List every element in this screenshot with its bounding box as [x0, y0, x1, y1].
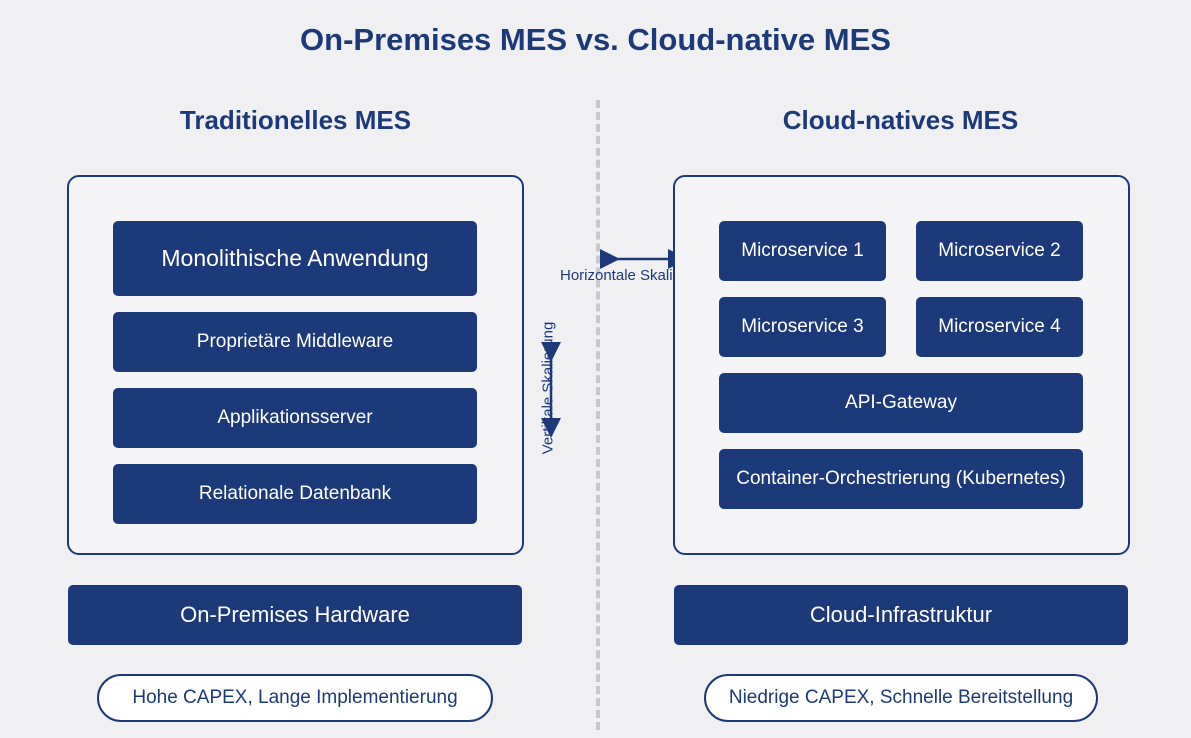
- vertical-scaling-label: Vertikale Skalierung: [539, 321, 557, 455]
- microservice-2-block: Microservice 2: [916, 221, 1083, 281]
- api-gateway-block: API-Gateway: [719, 373, 1083, 433]
- microservice-3-block: Microservice 3: [719, 297, 886, 357]
- center-divider: [596, 100, 600, 730]
- container-orchestration-block: Container-Orchestrierung (Kubernetes): [719, 449, 1083, 509]
- page-title: On-Premises MES vs. Cloud-native MES: [300, 22, 891, 57]
- middleware-block: Proprietäre Middleware: [113, 312, 477, 372]
- microservice-4-block: Microservice 4: [916, 297, 1083, 357]
- app-server-block: Applikationsserver: [113, 388, 477, 448]
- database-block: Relationale Datenbank: [113, 464, 477, 524]
- vertical-scaling-arrow: [541, 342, 561, 438]
- left-cost-note: Hohe CAPEX, Lange Implementierung: [97, 674, 493, 722]
- left-heading: Traditionelles MES: [179, 105, 412, 135]
- cloud-infrastructure-block: Cloud-Infrastruktur: [674, 585, 1128, 645]
- right-heading: Cloud-natives MES: [782, 105, 1019, 135]
- right-cost-note: Niedrige CAPEX, Schnelle Bereitstellung: [704, 674, 1098, 722]
- monolithic-app-block: Monolithische Anwendung: [113, 221, 477, 296]
- horizontal-scaling-arrow: [600, 249, 688, 269]
- on-premises-hardware-block: On-Premises Hardware: [68, 585, 522, 645]
- microservice-1-block: Microservice 1: [719, 221, 886, 281]
